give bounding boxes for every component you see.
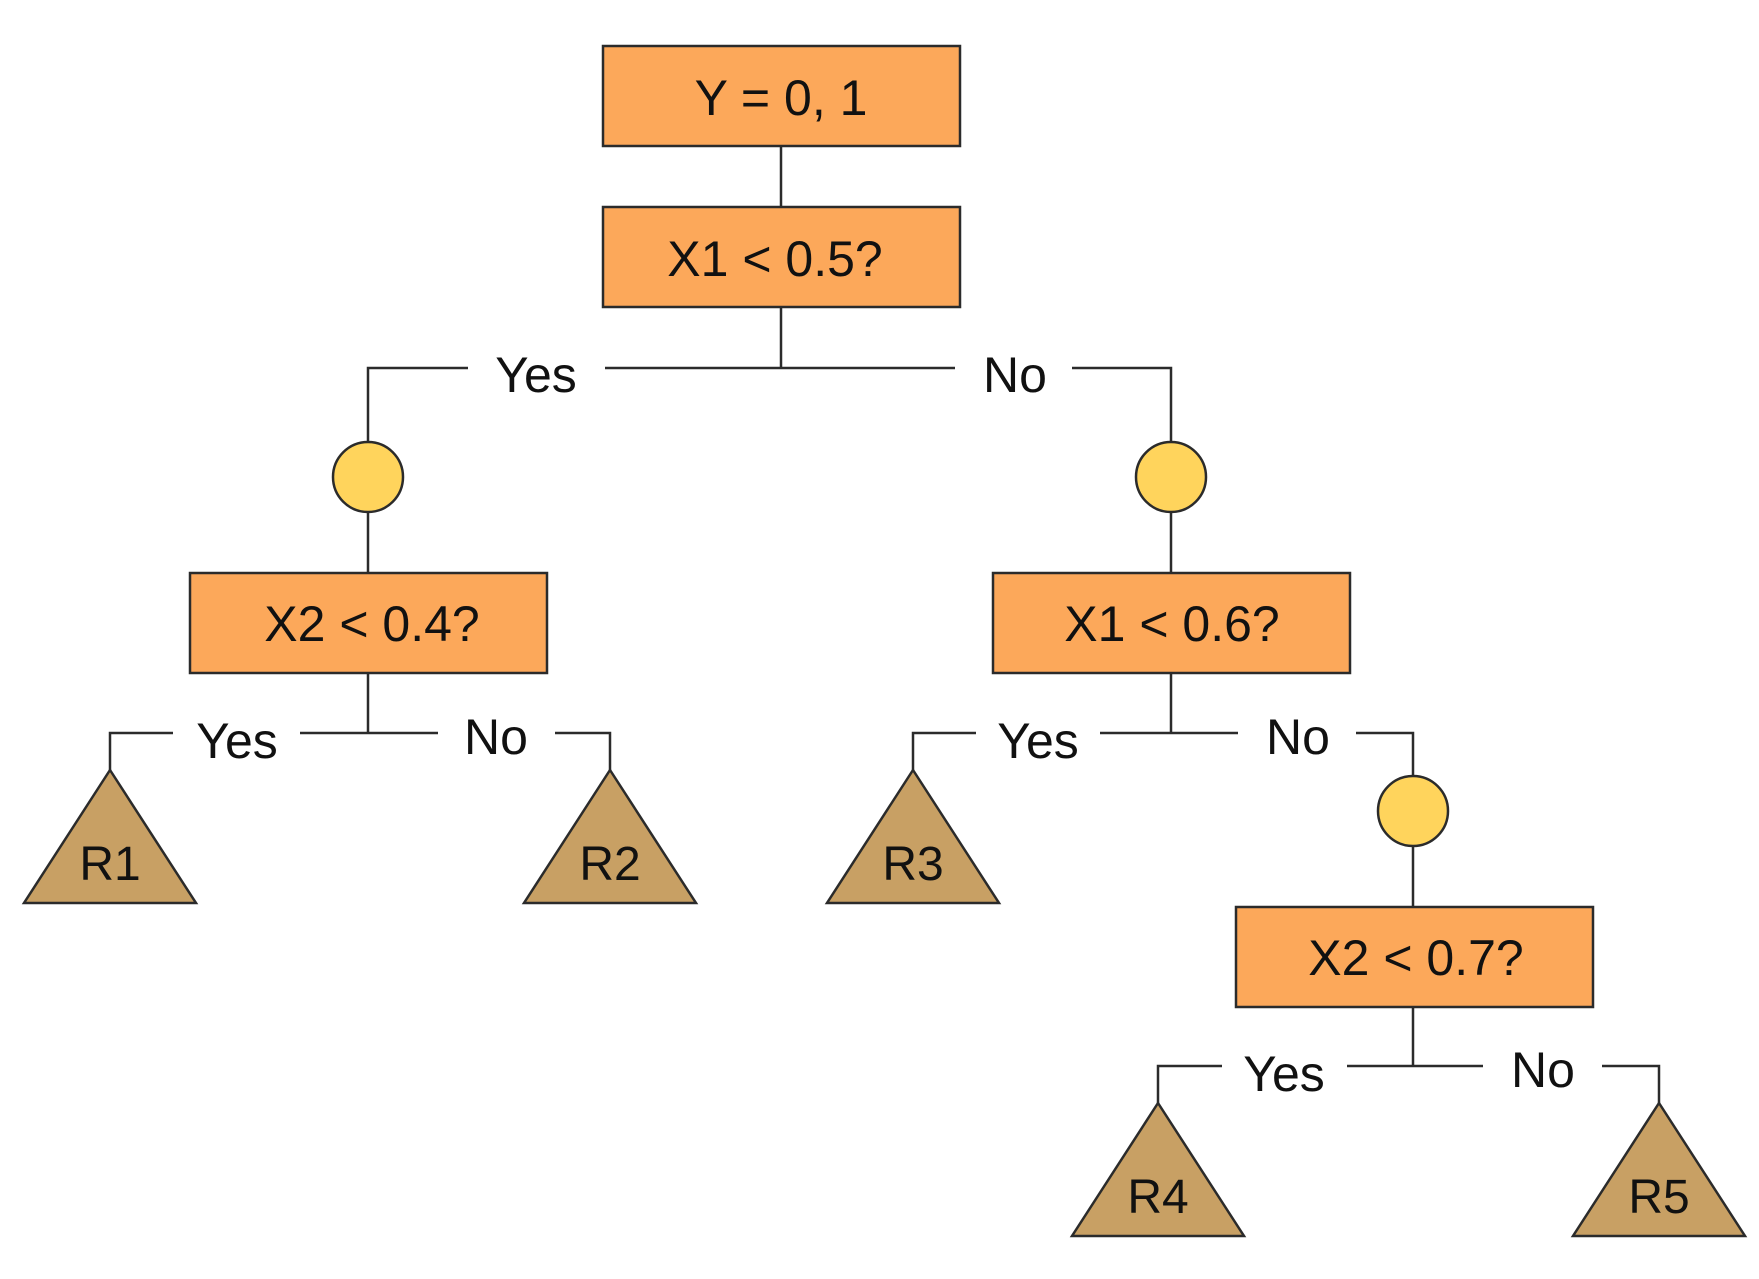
split-1-yes-label: Yes bbox=[495, 347, 577, 403]
edge-split4-no-drop bbox=[1602, 1064, 1661, 1103]
root-label: Y = 0, 1 bbox=[695, 70, 868, 126]
leaf-r3: R3 bbox=[824, 767, 1002, 905]
edge-split3-no-drop bbox=[1356, 731, 1415, 776]
leaf-r3-label: R3 bbox=[882, 838, 943, 891]
split-1-box bbox=[601, 205, 962, 309]
edge-split2-yes-drop bbox=[108, 731, 173, 770]
leaf-r1-label: R1 bbox=[79, 838, 140, 891]
leaf-r5-label: R5 bbox=[1628, 1171, 1689, 1224]
split-2-yes-label: Yes bbox=[196, 713, 278, 769]
leaf-r2-triangle bbox=[521, 767, 699, 905]
edge-split4-yes-drop bbox=[1156, 1064, 1222, 1103]
edge-split1-yes-drop bbox=[366, 366, 468, 442]
leaf-r4: R4 bbox=[1069, 1100, 1247, 1238]
leaf-r5: R5 bbox=[1570, 1100, 1748, 1238]
split-1-node: X1 < 0.5? bbox=[601, 205, 962, 309]
tree-edges bbox=[108, 146, 1661, 1103]
split-4-condition: X2 < 0.7? bbox=[1308, 930, 1523, 986]
split-3-no-label: No bbox=[1266, 709, 1330, 765]
chance-node-lower bbox=[1376, 774, 1450, 848]
root-box bbox=[601, 44, 962, 148]
split-3-condition: X1 < 0.6? bbox=[1064, 596, 1279, 652]
leaf-r1-triangle bbox=[21, 767, 199, 905]
leaf-r2-label: R2 bbox=[579, 838, 640, 891]
edge-split1-no-drop bbox=[1072, 366, 1173, 442]
leaf-r1: R1 bbox=[21, 767, 199, 905]
root-node: Y = 0, 1 bbox=[601, 44, 962, 148]
chance-node-right bbox=[1134, 440, 1208, 514]
split-4-yes-label: Yes bbox=[1243, 1046, 1325, 1102]
split-3-yes-label: Yes bbox=[997, 713, 1079, 769]
split-4-node: X2 < 0.7? bbox=[1234, 905, 1595, 1009]
edge-split3-yes-drop bbox=[911, 731, 976, 770]
leaf-r4-triangle bbox=[1069, 1100, 1247, 1238]
split-2-box bbox=[188, 571, 549, 675]
edge-split2-no-drop bbox=[555, 731, 612, 770]
leaf-r2: R2 bbox=[521, 767, 699, 905]
chance-node-left bbox=[331, 440, 405, 514]
leaf-r4-label: R4 bbox=[1127, 1171, 1188, 1224]
leaf-r5-triangle bbox=[1570, 1100, 1748, 1238]
split-3-box bbox=[991, 571, 1352, 675]
split-3-node: X1 < 0.6? bbox=[991, 571, 1352, 675]
split-1-condition: X1 < 0.5? bbox=[667, 231, 882, 287]
leaf-r3-triangle bbox=[824, 767, 1002, 905]
split-4-box bbox=[1234, 905, 1595, 1009]
split-2-no-label: No bbox=[464, 709, 528, 765]
split-2-condition: X2 < 0.4? bbox=[264, 596, 479, 652]
split-1-no-label: No bbox=[983, 347, 1047, 403]
split-2-node: X2 < 0.4? bbox=[188, 571, 549, 675]
split-4-no-label: No bbox=[1511, 1042, 1575, 1098]
